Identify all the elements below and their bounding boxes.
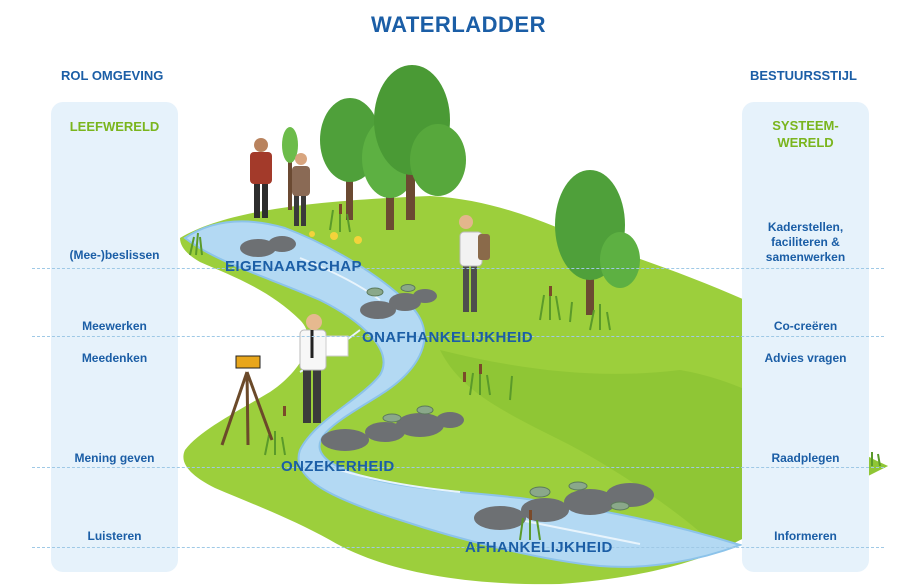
fish [366, 284, 630, 511]
person-hiker [459, 215, 490, 312]
stage-onzekerheid: ONZEKERHEID [281, 458, 395, 475]
reeds [189, 208, 881, 541]
left-item-meedenken: Meedenken [81, 351, 148, 365]
left-panel-title: LEEFWERELD [69, 119, 160, 134]
left-item-mening-geven: Mening geven [74, 451, 155, 465]
level-line [32, 467, 884, 468]
left-panel [51, 102, 178, 572]
level-line [32, 268, 884, 269]
right-column-header: BESTUURSSTIJL [750, 68, 857, 83]
level-line [32, 336, 884, 337]
rocks [240, 236, 654, 530]
left-item-luisteren: Luisteren [87, 529, 142, 543]
stage-onafhankelijkheid: ONAFHANKELIJKHEID [362, 329, 533, 346]
person-farmer [250, 138, 272, 218]
river [183, 220, 744, 568]
right-panel [742, 102, 869, 572]
left-item-mee-beslissen: (Mee-)beslissen [69, 248, 160, 262]
cattails [283, 204, 552, 520]
stage-afhankelijkheid: AFHANKELIJKHEID [465, 539, 613, 556]
right-item-raadplegen: Raadplegen [771, 451, 840, 465]
surveying-tripod [220, 355, 274, 446]
right-item-kaderstellen: Kaderstellen, faciliteren & samenwerken [765, 220, 846, 264]
person-with-tree [292, 153, 310, 226]
right-item-advies-vragen: Advies vragen [764, 351, 847, 365]
right-item-informeren: Informeren [774, 529, 837, 543]
right-panel-title: SYSTEEM- WERELD [772, 118, 839, 150]
person-surveyor [299, 314, 349, 423]
stage-eigenaarschap: EIGENAARSCHAP [225, 258, 362, 275]
left-item-meewerken: Meewerken [82, 319, 147, 333]
right-item-co-creeren: Co-creëren [773, 319, 838, 333]
flowers [309, 231, 362, 244]
page-title: WATERLADDER [371, 12, 546, 37]
left-column-header: ROL OMGEVING [61, 68, 164, 83]
trees [282, 65, 640, 315]
level-line [32, 547, 884, 548]
